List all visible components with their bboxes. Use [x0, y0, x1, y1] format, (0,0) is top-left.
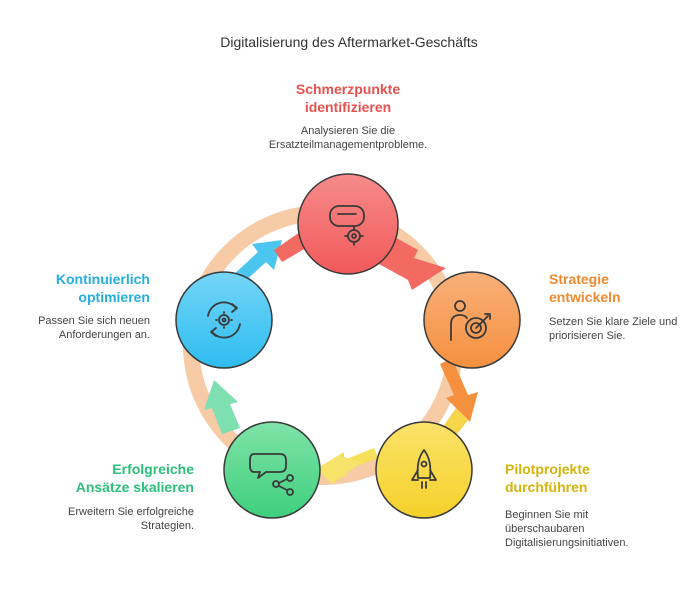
stage-circle-schmerzpunkte [297, 173, 399, 275]
arrow-green-to-blue [204, 380, 240, 434]
stage-circle-strategie [423, 271, 521, 369]
chat-share-icon [249, 453, 294, 496]
arrow-yellow-to-green [318, 448, 378, 484]
stage-circle-skalieren [223, 421, 321, 519]
arrow-blue-to-red [230, 232, 306, 286]
stage-circle-pilotprojekte [375, 421, 473, 519]
rocket-icon [411, 449, 437, 489]
person-target-icon [450, 300, 491, 341]
stage-desc-schmerzpunkte: Analysieren Sie die Ersatzteilmanagement… [268, 125, 428, 151]
stage-heading-skalieren: Erfolgreiche Ansätze skalieren [75, 461, 194, 495]
stage-desc-pilotprojekte: Beginnen Sie mit überschaubaren Digitali… [505, 509, 629, 549]
stage-desc-strategie: Setzen Sie klare Ziele und priorisieren … [549, 316, 678, 342]
gear-cycle-icon [207, 301, 241, 339]
stage-heading-strategie: Strategie entwickeln [549, 271, 621, 305]
stage-circle-optimieren [175, 271, 273, 369]
stage-heading-pilotprojekte: Pilotprojekte durchführen [505, 461, 590, 495]
stage-desc-skalieren: Erweitern Sie erfolgreiche Strategien. [68, 506, 194, 532]
diagram-title: Digitalisierung des Aftermarket-Geschäft… [220, 34, 478, 50]
stage-desc-optimieren: Passen Sie sich neuen Anforderungen an. [38, 315, 150, 341]
stage-heading-schmerzpunkte: Schmerzpunkte identifizieren [295, 81, 401, 115]
vr-headset-gear-icon [329, 205, 365, 246]
stage-heading-optimieren: Kontinuierlich optimieren [55, 271, 150, 305]
